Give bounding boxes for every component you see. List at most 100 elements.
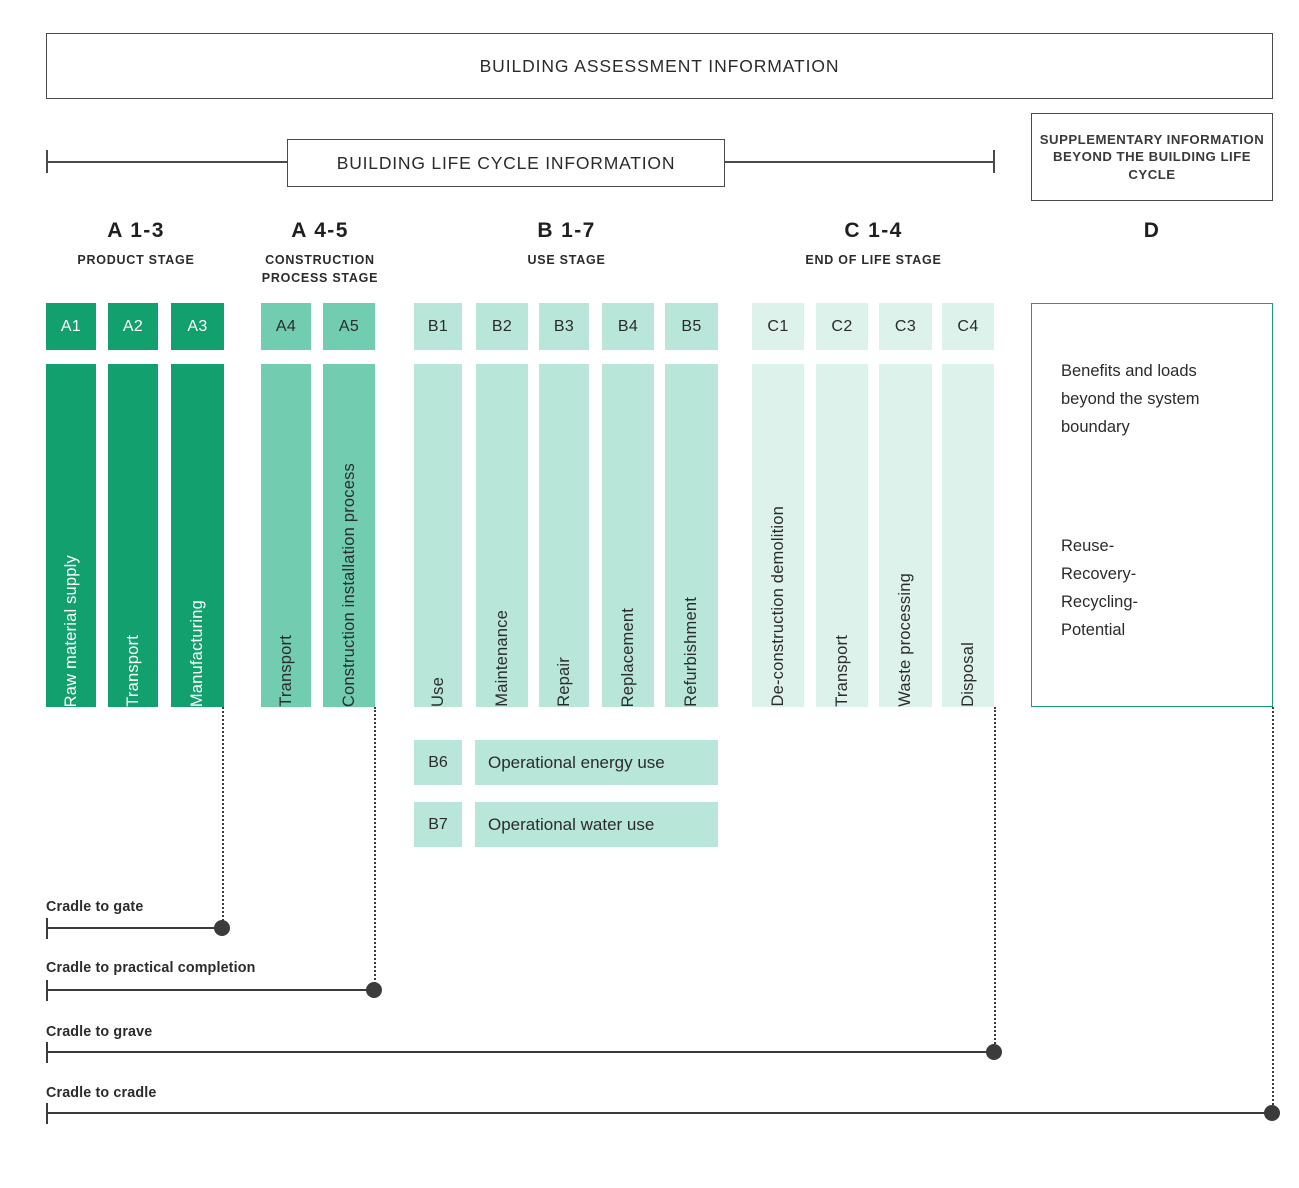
module-bar-b4-label: Replacement — [618, 607, 637, 707]
module-chip-b6: B6 — [414, 740, 462, 785]
module-chip-a2-label: A2 — [122, 317, 144, 335]
building-life-cycle-information-box: BUILDING LIFE CYCLE INFORMATION — [287, 139, 725, 187]
timeline-label-cradle-to-practical-completion: Cradle to practical completion — [46, 960, 256, 976]
stage-name-a13: PRODUCT STAGE — [77, 253, 195, 267]
module-chip-c1: C1 — [752, 303, 804, 350]
module-bar-b7: Operational water use — [475, 802, 718, 847]
module-bar-a3: Manufacturing — [171, 364, 224, 707]
module-chip-c4: C4 — [942, 303, 994, 350]
lifecycle-bracket-tick-left — [46, 150, 48, 173]
timeline-label-cradle-to-grave: Cradle to grave — [46, 1024, 153, 1040]
module-bar-c3: Waste processing — [879, 364, 932, 707]
module-bar-b1-label: Use — [428, 677, 447, 707]
module-chip-b4: B4 — [602, 303, 654, 350]
module-chip-b5: B5 — [665, 303, 718, 350]
building-assessment-information-banner: BUILDING ASSESSMENT INFORMATION — [46, 33, 1273, 99]
module-chip-c3-label: C3 — [894, 317, 917, 335]
timeline-line-cradle-to-gate — [46, 927, 224, 929]
module-bar-b3-label: Repair — [554, 657, 573, 707]
d-panel-detail: Reuse- Recovery- Recycling- Potential — [1061, 537, 1139, 640]
module-chip-b2: B2 — [476, 303, 528, 350]
module-bar-c2: Transport — [816, 364, 868, 707]
dotted-connector-d — [1272, 707, 1274, 1113]
stage-code-d: D — [1143, 219, 1161, 242]
module-chip-a1-label: A1 — [60, 317, 82, 335]
module-bar-b6-label: Operational energy use — [488, 752, 665, 772]
module-bar-b2-label: Maintenance — [492, 610, 511, 707]
timeline-label-cradle-to-cradle: Cradle to cradle — [46, 1085, 157, 1101]
module-chip-b7-label: B7 — [428, 815, 448, 833]
module-bar-c3-label: Waste processing — [896, 573, 914, 707]
module-bar-c4-label: Disposal — [958, 642, 977, 707]
module-bar-c4: Disposal — [942, 364, 994, 707]
module-chip-c3: C3 — [879, 303, 932, 350]
module-bar-a2-label: Transport — [123, 635, 142, 707]
module-chip-c4-label: C4 — [957, 317, 979, 335]
module-bar-b6: Operational energy use — [475, 740, 718, 785]
module-chip-b6-label: B6 — [428, 753, 448, 771]
module-chip-b1-label: B1 — [427, 317, 449, 335]
module-bar-a5-label: Construction installation process — [339, 462, 358, 707]
module-chip-a2: A2 — [108, 303, 158, 350]
d-panel-heading: Benefits and loads beyond the system bou… — [1061, 362, 1200, 437]
module-bar-a4: Transport — [261, 364, 311, 707]
module-bar-a4-label: Transport — [276, 635, 295, 707]
stage-code-b17: B 1-7 — [537, 219, 596, 242]
module-bar-a1-label: Raw material supply — [61, 554, 80, 707]
module-chip-a3-label: A3 — [187, 317, 208, 335]
stage-heading-end-of-life: C 1-4 END OF LIFE STAGE — [752, 219, 995, 270]
building-life-cycle-information-label: BUILDING LIFE CYCLE INFORMATION — [336, 152, 676, 173]
module-chip-b3: B3 — [539, 303, 589, 350]
module-chip-b3-label: B3 — [553, 317, 575, 335]
module-bar-b4: Replacement — [602, 364, 654, 707]
module-chip-c2-label: C2 — [831, 317, 853, 335]
module-bar-c1: De-construction demolition — [752, 364, 804, 707]
stage-heading-use: B 1-7 USE STAGE — [414, 219, 719, 270]
timeline-line-cradle-to-cradle — [46, 1112, 1274, 1114]
module-bar-b2: Maintenance — [476, 364, 528, 707]
dotted-connector-a3 — [222, 707, 224, 929]
timeline-endpoint-cradle-to-practical-completion — [366, 982, 382, 998]
module-chip-a3: A3 — [171, 303, 224, 350]
stage-heading-d: D — [1031, 219, 1273, 243]
module-bar-b5-label: Refurbishment — [682, 597, 700, 707]
timeline-endpoint-cradle-to-cradle — [1264, 1105, 1280, 1121]
module-chip-b1: B1 — [414, 303, 462, 350]
module-bar-b3: Repair — [539, 364, 589, 707]
lifecycle-bracket-tick-right — [993, 150, 995, 173]
module-chip-a4-label: A4 — [275, 317, 297, 335]
module-chip-a5-label: A5 — [338, 317, 360, 335]
module-chip-b5-label: B5 — [681, 317, 702, 335]
module-bar-a1: Raw material supply — [46, 364, 96, 707]
timeline-line-cradle-to-grave — [46, 1051, 996, 1053]
stage-name-a45: CONSTRUCTION PROCESS STAGE — [261, 253, 379, 285]
stage-code-a13: A 1-3 — [107, 219, 165, 242]
stage-code-a45: A 4-5 — [291, 219, 349, 242]
module-chip-a5: A5 — [323, 303, 375, 350]
module-bar-c1-label: De-construction demolition — [768, 506, 787, 707]
module-bar-b1: Use — [414, 364, 462, 707]
stage-name-b17: USE STAGE — [527, 253, 606, 267]
module-d-panel: Benefits and loads beyond the system bou… — [1031, 303, 1273, 707]
timeline-line-cradle-to-practical-completion — [46, 989, 376, 991]
stage-code-c14: C 1-4 — [844, 219, 903, 242]
module-chip-b7: B7 — [414, 802, 462, 847]
timeline-endpoint-cradle-to-gate — [214, 920, 230, 936]
module-bar-a3-label: Manufacturing — [188, 599, 206, 707]
module-bar-a5: Construction installation process — [323, 364, 375, 707]
module-chip-b4-label: B4 — [617, 317, 639, 335]
stage-name-c14: END OF LIFE STAGE — [805, 253, 942, 267]
module-chip-c1-label: C1 — [767, 317, 789, 335]
module-bar-c2-label: Transport — [832, 635, 851, 707]
supplementary-information-box: SUPPLEMENTARY INFORMATION BEYOND THE BUI… — [1031, 113, 1273, 201]
stage-heading-product: A 1-3 PRODUCT STAGE — [46, 219, 226, 270]
module-chip-b2-label: B2 — [491, 317, 513, 335]
dotted-connector-a5 — [374, 707, 376, 991]
timeline-label-cradle-to-gate: Cradle to gate — [46, 899, 144, 915]
module-bar-b7-label: Operational water use — [488, 814, 655, 834]
dotted-connector-c4 — [994, 707, 996, 1052]
banner-title: BUILDING ASSESSMENT INFORMATION — [479, 55, 840, 76]
module-chip-c2: C2 — [816, 303, 868, 350]
module-chip-a4: A4 — [261, 303, 311, 350]
